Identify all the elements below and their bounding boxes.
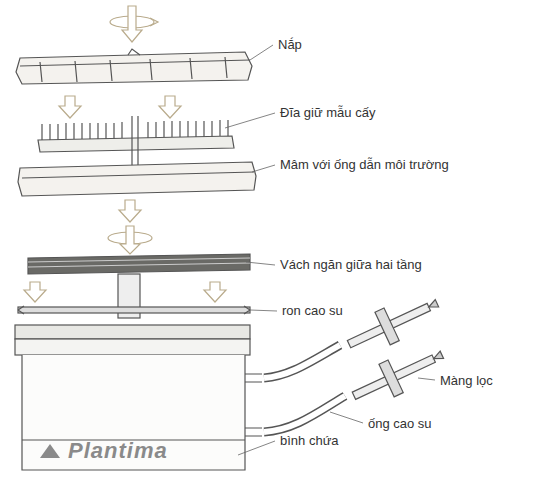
part-label: Vách ngăn giữa hai tầng bbox=[280, 257, 422, 273]
part-label: Mâm với ống dẫn môi trường bbox=[280, 157, 449, 173]
part-label: ống cao su bbox=[368, 416, 432, 432]
part-label: bình chứa bbox=[280, 433, 339, 449]
part-label: Màng lọc bbox=[440, 373, 493, 389]
part-label: Đĩa giữ mẫu cấy bbox=[280, 105, 375, 121]
part-label: ron cao su bbox=[282, 303, 343, 319]
brand-logo: Plantima bbox=[68, 443, 168, 459]
part-label: Nắp bbox=[278, 37, 302, 53]
